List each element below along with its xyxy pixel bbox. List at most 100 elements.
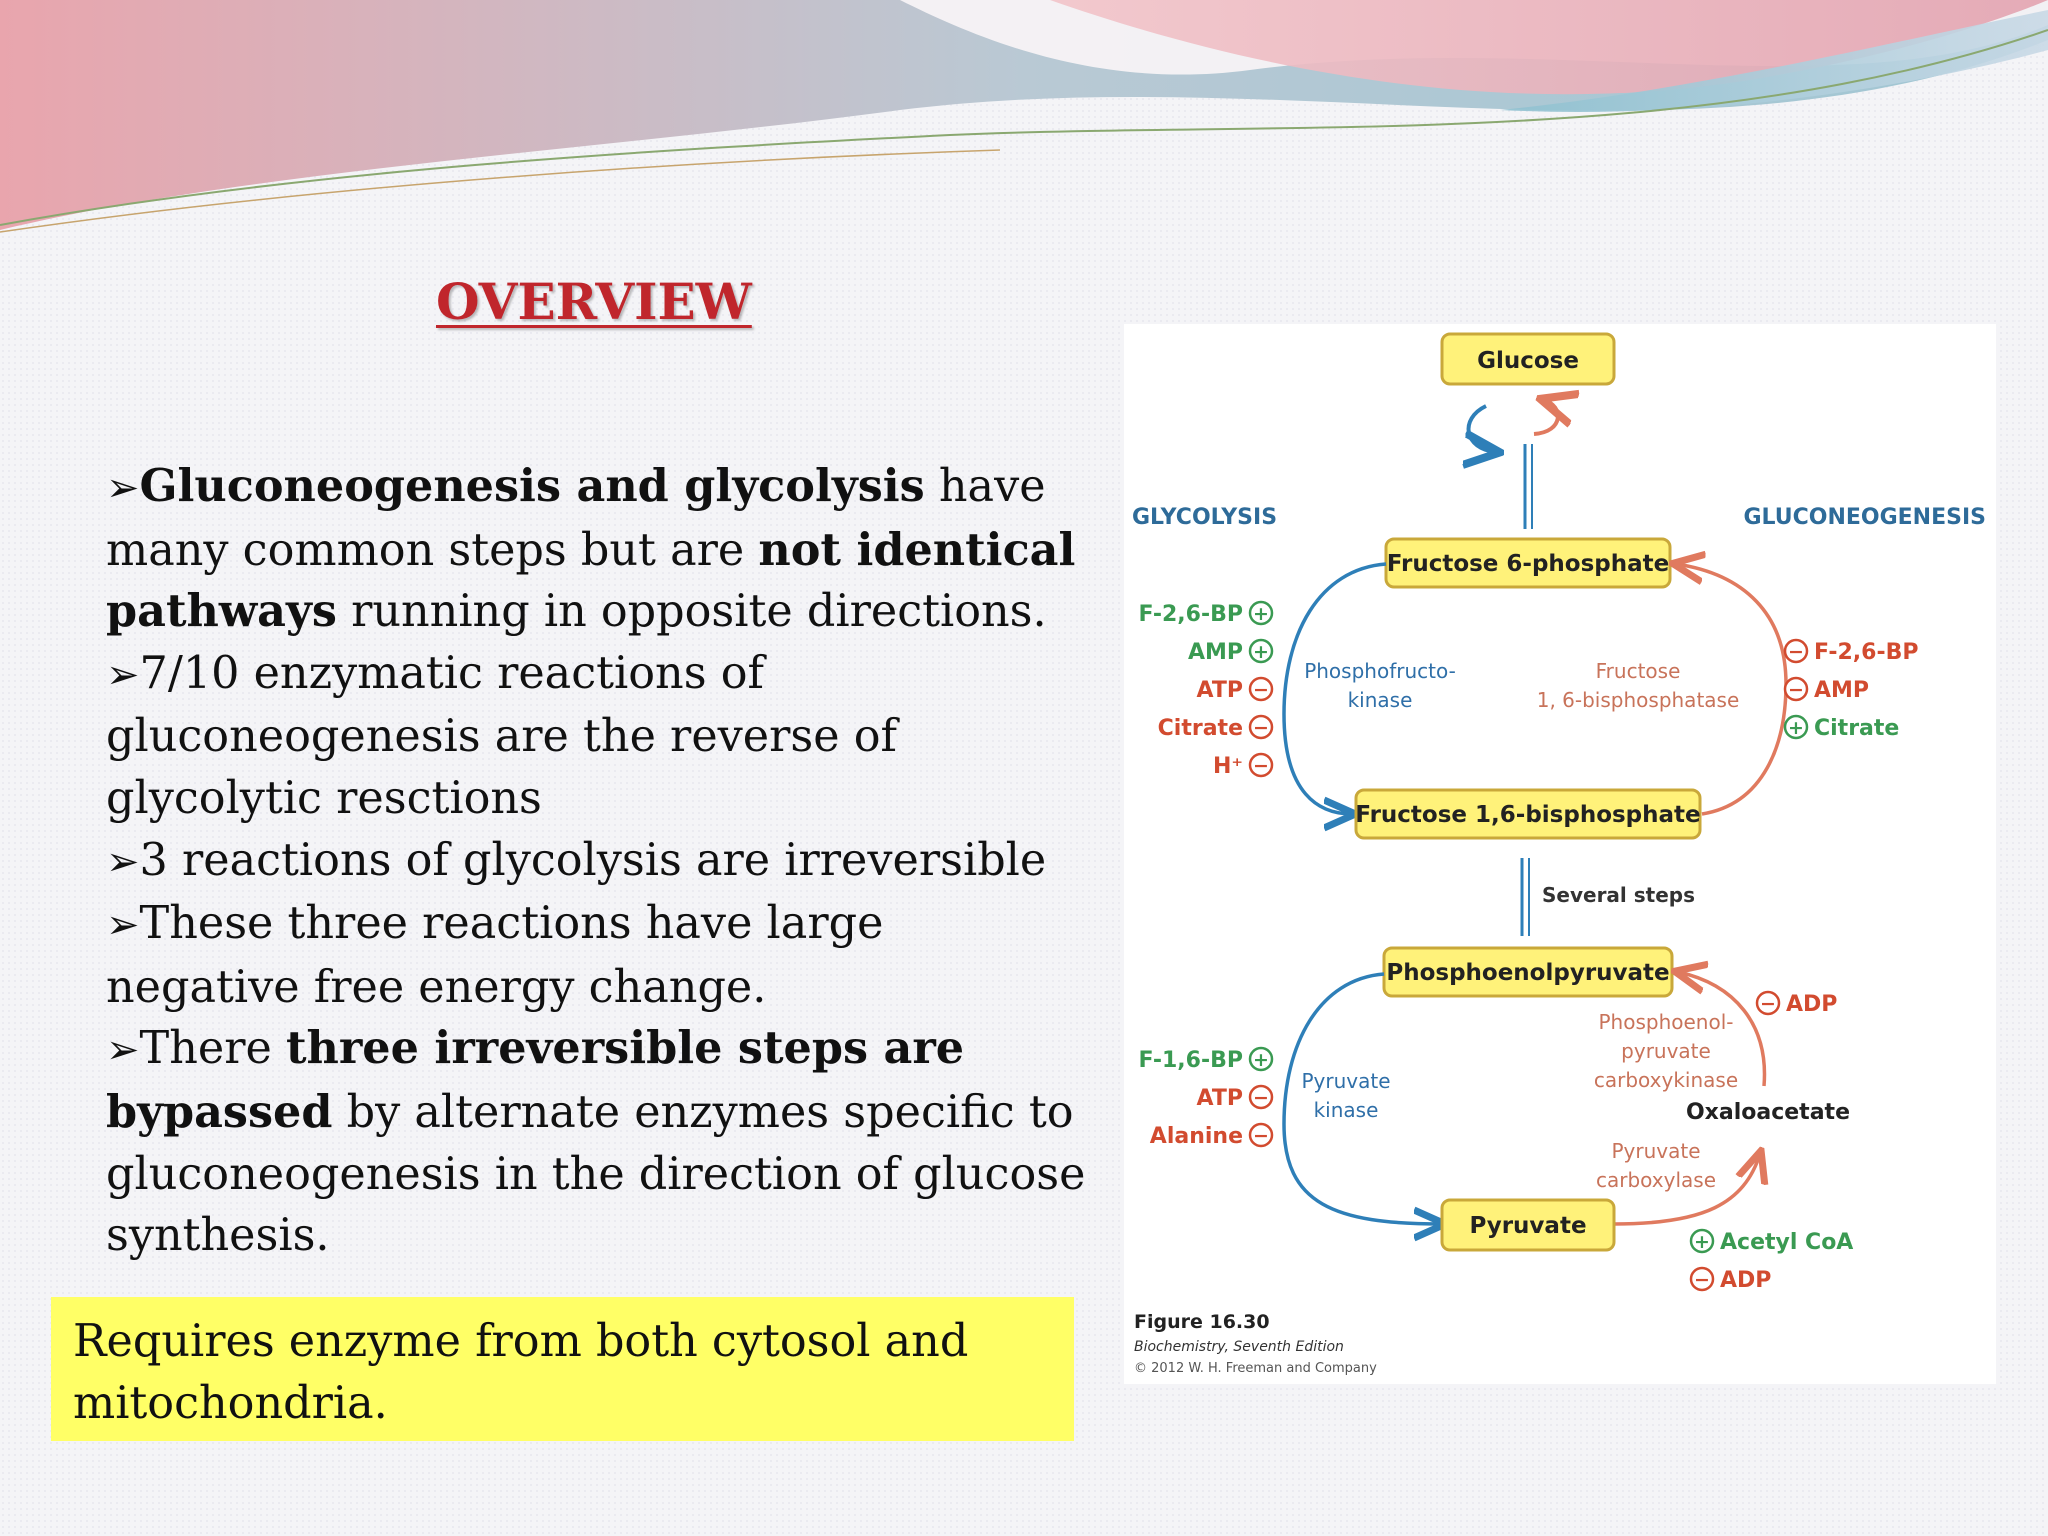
regulator-label: AMP: [1188, 640, 1243, 665]
bullet-arrow-icon: ➢: [106, 465, 140, 511]
regulator-label: Citrate: [1158, 716, 1243, 741]
note-text: Requires enzyme from both cytosol and mi…: [73, 1316, 969, 1429]
regulator-sign: +: [1788, 717, 1804, 739]
several-steps-label: Several steps: [1542, 883, 1695, 907]
bullet-text: running in opposite directions.: [336, 586, 1047, 638]
arrow-pc: [1613, 1154, 1760, 1226]
enzyme-pc-1: Pyruvate: [1611, 1139, 1700, 1163]
enzyme-pepck-3: carboxykinase: [1594, 1068, 1738, 1092]
activator-icon: [1248, 1046, 1274, 1072]
regulator-label: Alanine: [1150, 1124, 1243, 1149]
bullet-text: 7/10 enzymatic reactions of gluconeogene…: [106, 647, 897, 824]
arrow-pepck: [1678, 972, 1767, 1087]
gluconeogenesis-header: GLUCONEOGENESIS: [1743, 505, 1986, 530]
node-pep-label: Phosphoenolpyruvate: [1386, 960, 1669, 986]
caption-title: Figure 16.30: [1134, 1311, 1270, 1333]
node-glucose-label: Glucose: [1477, 348, 1579, 374]
regulator-label: AMP: [1814, 678, 1869, 703]
header-wave-decoration: [0, 0, 2048, 233]
activator-icon: [1248, 600, 1274, 626]
regulator-label: H⁺: [1213, 754, 1243, 779]
enzyme-pc-2: carboxylase: [1596, 1168, 1716, 1192]
node-pyruvate-label: Pyruvate: [1469, 1213, 1586, 1239]
bullet-item: ➢Gluconeogenesis and glycolysis have man…: [106, 456, 1091, 643]
regulator-sign: −: [1788, 641, 1804, 663]
regulator-label: F-1,6-BP: [1139, 1048, 1243, 1073]
bullet-text: by alternate enzymes specific to glucone…: [106, 1086, 1086, 1262]
bullet-list: ➢Gluconeogenesis and glycolysis have man…: [106, 456, 1091, 1267]
inhibitor-icon: [1248, 1084, 1274, 1110]
pk-regulators: +F-1,6-BP−ATP−Alanine: [1139, 1046, 1274, 1149]
enzyme-fbpase-2: 1, 6-bisphosphatase: [1537, 688, 1740, 712]
inhibitor-icon: [1689, 1266, 1715, 1292]
bullet-text: There: [139, 1023, 286, 1075]
inhibitor-icon: [1248, 714, 1274, 740]
enzyme-pepck-2: pyruvate: [1621, 1039, 1711, 1063]
regulator-sign: +: [1694, 1231, 1710, 1253]
node-f16bp: [1354, 788, 1702, 840]
regulator-sign: −: [1253, 717, 1269, 739]
inhibitor-icon: [1248, 752, 1274, 778]
regulator-label: Acetyl CoA: [1720, 1230, 1853, 1255]
regulator-label: ATP: [1197, 678, 1243, 703]
inhibitor-icon: [1783, 676, 1809, 702]
regulator-sign: −: [1760, 993, 1776, 1015]
regulator-sign: −: [1253, 755, 1269, 777]
pathway-diagram: Glucose GLYCOLYSIS GLUCONEOGENESIS Fruct…: [1132, 332, 1986, 1376]
inhibitor-icon: [1248, 1122, 1274, 1148]
regulator-label: F-2,6-BP: [1814, 640, 1918, 665]
regulator-label: Citrate: [1814, 716, 1899, 741]
node-f6p-label: Fructose 6-phosphate: [1387, 551, 1670, 577]
bullet-bold-text: Gluconeogenesis and glycolysis: [139, 460, 925, 512]
regulator-label: ATP: [1197, 1086, 1243, 1111]
regulator-sign: −: [1253, 679, 1269, 701]
regulator-sign: +: [1253, 603, 1269, 625]
bullet-arrow-icon: ➢: [106, 838, 140, 885]
pepck-regulators: −ADP: [1755, 990, 1837, 1017]
regulator-label: ADP: [1720, 1268, 1771, 1293]
bullet-text: 3 reactions of glycolysis are irreversib…: [139, 834, 1047, 886]
pc-regulators: + Acetyl CoA−ADP: [1689, 1228, 1853, 1293]
inhibitor-icon: [1248, 676, 1274, 702]
activator-icon: [1783, 714, 1809, 740]
enzyme-pk-2: kinase: [1314, 1098, 1379, 1122]
bullet-text: These three reactions have large negativ…: [106, 898, 884, 1013]
regulator-label: F-2,6-BP: [1139, 602, 1243, 627]
enzyme-pk-1: Pyruvate: [1301, 1069, 1390, 1093]
bullet-bold-text: three irreversible steps are bypassed: [106, 1022, 965, 1138]
inhibitor-icon: [1755, 990, 1781, 1016]
regulator-sign: +: [1253, 641, 1269, 663]
glucose-up-curl: [1534, 400, 1558, 436]
caption-copyright: © 2012 W. H. Freeman and Company: [1134, 1361, 1377, 1376]
arrow-pk: [1282, 972, 1442, 1224]
node-pyruvate: [1440, 1198, 1616, 1252]
bullet-arrow-icon: ➢: [106, 651, 140, 698]
node-glucose: [1440, 332, 1616, 386]
bullet-text: have many common steps but are: [106, 461, 1046, 576]
highlight-note: Requires enzyme from both cytosol and mi…: [51, 1297, 1074, 1441]
regulator-label: ADP: [1786, 992, 1837, 1017]
enzyme-fbpase-1: Fructose: [1596, 659, 1681, 683]
regulator-sign: +: [1253, 1049, 1269, 1071]
enzyme-pfk-1: Phosphofructo-: [1304, 659, 1456, 683]
regulator-sign: −: [1694, 1269, 1710, 1291]
caption-book: Biochemistry, Seventh Edition: [1134, 1339, 1344, 1355]
node-f16bp-label: Fructose 1,6-bisphosphate: [1355, 802, 1700, 828]
arrow-pfk: [1282, 562, 1387, 814]
bullet-arrow-icon: ➢: [106, 902, 140, 949]
regulator-sign: −: [1253, 1125, 1269, 1147]
fbpase-regulators: −F-2,6-BP−AMP+Citrate: [1783, 638, 1918, 741]
pathway-figure: Glucose GLYCOLYSIS GLUCONEOGENESIS Fruct…: [1124, 324, 1996, 1384]
bullet-item: ➢7/10 enzymatic reactions of gluconeogen…: [106, 643, 1091, 830]
glycolysis-header: GLYCOLYSIS: [1132, 505, 1277, 530]
pfk-regulators: +F-2,6-BP+AMP−ATP−Citrate−H⁺: [1139, 600, 1274, 779]
activator-icon: [1689, 1228, 1715, 1254]
enzyme-pfk-2: kinase: [1348, 688, 1413, 712]
node-oxaloacetate: Oxaloacetate: [1686, 1100, 1850, 1125]
regulator-sign: −: [1253, 1087, 1269, 1109]
bullet-arrow-icon: ➢: [106, 1027, 140, 1074]
bullet-item: ➢There three irreversible steps are bypa…: [106, 1018, 1091, 1266]
inhibitor-icon: [1783, 638, 1809, 664]
bullet-item: ➢These three reactions have large negati…: [106, 893, 1091, 1018]
bullet-bold-text: not identical pathways: [106, 523, 1076, 638]
